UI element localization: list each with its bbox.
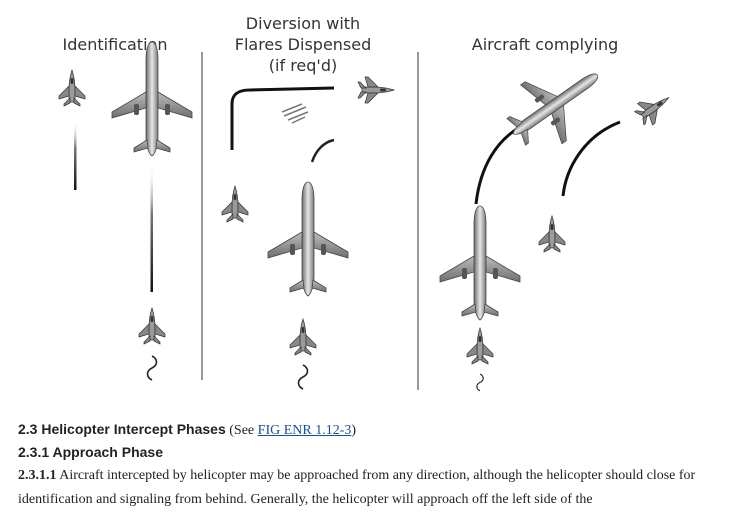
section-heading-title: 2.3 Helicopter Intercept Phases xyxy=(18,421,226,437)
fighter-jet-icon xyxy=(58,69,86,107)
subsection-heading: 2.3.1 Approach Phase xyxy=(18,444,163,460)
airliner-icon xyxy=(111,41,193,157)
section-see-prefix: (See xyxy=(229,423,258,438)
turn-arc xyxy=(474,122,527,205)
figure-graphics xyxy=(58,41,677,392)
section-see-suffix: ) xyxy=(351,423,357,438)
fighter-jet-icon xyxy=(289,318,317,356)
fighter-jet-icon xyxy=(221,185,249,223)
wake-squiggle xyxy=(476,373,484,392)
fighter-jet-icon xyxy=(357,76,395,104)
section-heading: 2.3 Helicopter Intercept Phases (See FIG… xyxy=(18,418,724,441)
wake-squiggle xyxy=(297,364,309,390)
fighter-jet-icon xyxy=(538,215,566,253)
airliner-icon xyxy=(439,205,521,321)
airliner-icon xyxy=(267,181,349,297)
turn-arc xyxy=(310,138,335,163)
fighter-jet-icon xyxy=(466,327,494,365)
paragraph: 2.3.1.1 Aircraft intercepted by helicopt… xyxy=(18,464,724,512)
figure-reference-link[interactable]: FIG ENR 1.12-3 xyxy=(257,423,352,438)
contrail xyxy=(74,120,77,190)
document-text: 2.3 Helicopter Intercept Phases (See FIG… xyxy=(18,418,724,512)
fighter-jet-icon xyxy=(138,307,166,345)
contrail xyxy=(150,162,153,292)
paragraph-text: Aircraft intercepted by helicopter may b… xyxy=(18,468,696,507)
fighter-jet-icon xyxy=(631,86,677,130)
paragraph-number: 2.3.1.1 xyxy=(18,468,57,483)
panel-title-diversion: Diversion with Flares Dispensed (if req'… xyxy=(234,14,372,75)
diversion-path xyxy=(230,86,335,150)
panel-title-complying: Aircraft complying xyxy=(471,35,619,54)
flares xyxy=(281,103,309,124)
intercept-figure: Identification Diversion with Flares Dis… xyxy=(58,14,677,392)
wake-squiggle xyxy=(146,355,158,381)
panel-title-identification: Identification xyxy=(62,35,168,54)
turn-arc xyxy=(561,120,621,197)
airliner-icon xyxy=(492,45,619,164)
